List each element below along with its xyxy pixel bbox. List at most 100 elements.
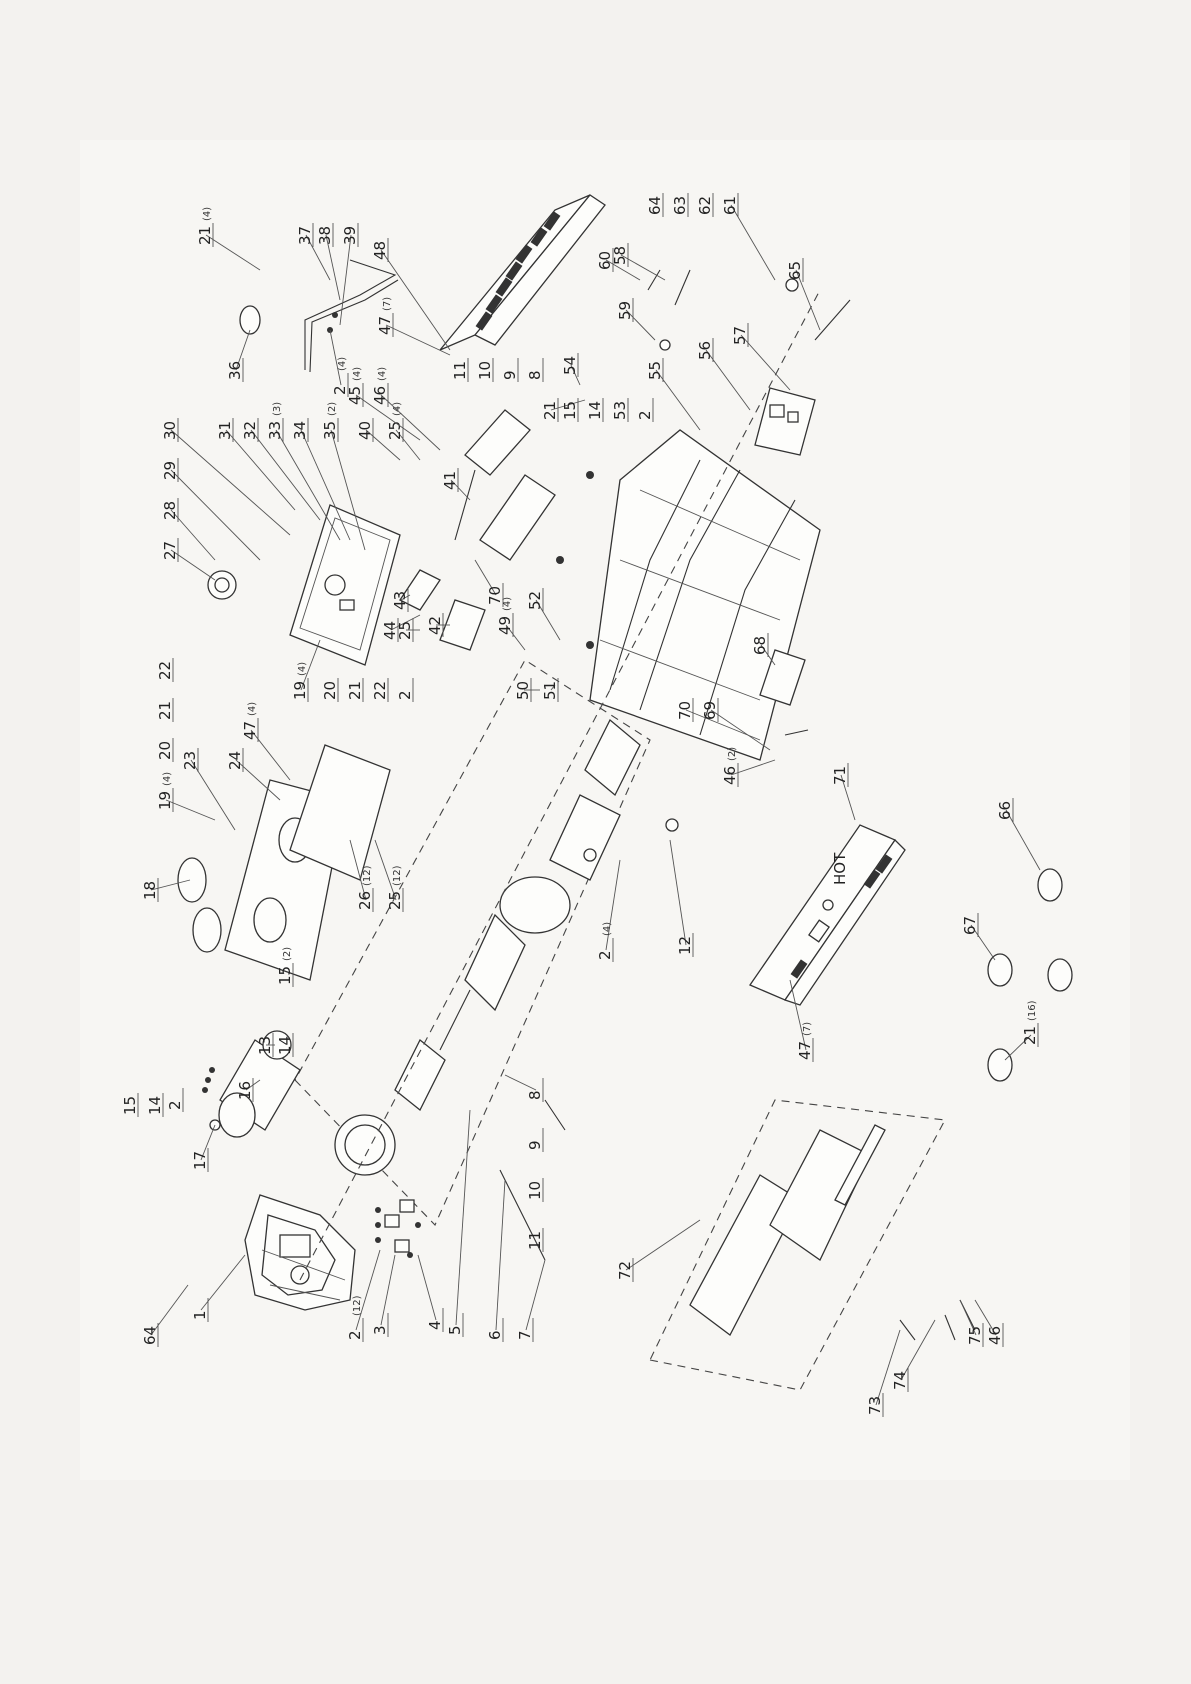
callout-c46c: 46 <box>974 1299 1004 1347</box>
callout-quantity: (4) <box>202 207 213 221</box>
callout-c61: 61 <box>721 193 776 281</box>
callout-number: 68 <box>751 636 769 655</box>
callout-c52: 52 <box>526 588 561 641</box>
callout-c29: 29 <box>161 458 261 561</box>
callout-leader <box>300 429 351 541</box>
engine-mounts <box>375 1199 421 1258</box>
callout-c15b: 15(2) <box>276 947 294 987</box>
callout-number: 2 <box>331 385 349 395</box>
callout-c38: 38 <box>316 223 341 301</box>
callout-c15c: 15 <box>561 398 579 422</box>
callout-quantity: (2) <box>727 747 738 761</box>
callout-leader <box>710 709 771 751</box>
callout-c2f: 2 <box>636 398 654 422</box>
callout-number: 29 <box>161 461 179 480</box>
callout-c53: 53 <box>611 398 629 422</box>
callout-leader <box>625 1219 701 1271</box>
callout-c56: 56 <box>696 338 751 411</box>
callout-leader <box>330 429 366 551</box>
callout-c40: 40 <box>356 418 401 461</box>
top-plate-part <box>177 744 391 981</box>
callout-c74: 74 <box>891 1319 936 1392</box>
callout-c22a: 22 <box>156 658 174 682</box>
callout-number: 2 <box>596 950 614 960</box>
callout-number: 55 <box>646 361 664 380</box>
callout-quantity: (4) <box>337 357 348 371</box>
callout-leader <box>250 429 321 521</box>
callout-leader <box>400 594 411 601</box>
callout-leader <box>450 479 471 501</box>
callout-c22b: 22 <box>371 678 389 702</box>
callout-number: 25 <box>396 621 414 640</box>
callout-quantity: (4) <box>602 922 613 936</box>
small-parts-upper-right <box>647 269 851 351</box>
callout-leader <box>789 979 807 1051</box>
callout-leader <box>970 924 996 961</box>
callout-leader <box>495 1179 506 1331</box>
callout-c2d: 2 <box>396 678 414 702</box>
callout-leader <box>150 879 191 891</box>
callout-number: 74 <box>891 1371 909 1390</box>
callout-c67: 67 <box>961 913 996 961</box>
callout-number: 26 <box>356 891 374 910</box>
alternator-parts <box>334 718 679 1176</box>
callout-c21a: 21 <box>156 698 174 722</box>
callout-leader <box>455 1109 471 1326</box>
callout-c32: 32 <box>241 418 321 521</box>
callout-leader <box>200 1124 216 1161</box>
callout-leader <box>900 1319 936 1381</box>
callout-c28: 28 <box>161 498 216 561</box>
callout-c3: 3 <box>371 1254 396 1337</box>
callout-number: 42 <box>426 616 444 635</box>
callout-number: 67 <box>961 916 979 935</box>
assembly-axis-line <box>299 289 821 1281</box>
callout-c23: 23 <box>181 748 236 831</box>
callout-leader <box>550 399 586 411</box>
callout-c14c: 14 <box>586 398 604 422</box>
callout-number: 24 <box>226 751 244 770</box>
callout-number: 73 <box>866 1396 884 1415</box>
callout-number: 15 <box>276 966 294 985</box>
callout-number: 66 <box>996 801 1014 820</box>
callout-c41: 41 <box>441 468 471 501</box>
callout-leader <box>339 234 352 326</box>
callout-leader <box>349 839 367 901</box>
callout-number: 47 <box>376 316 394 335</box>
callout-c59: 59 <box>616 298 656 341</box>
callout-leader <box>165 799 216 821</box>
callout-c69: 69 <box>701 698 771 751</box>
callout-c21c: 21(4) <box>196 207 261 271</box>
callout-quantity: (12) <box>392 865 403 886</box>
callout-number: 28 <box>161 501 179 520</box>
callout-number: 13 <box>256 1036 274 1055</box>
frame-part <box>556 429 821 761</box>
engine-part <box>244 1194 356 1311</box>
callout-number: 27 <box>161 541 179 560</box>
callout-leader <box>605 259 641 281</box>
accessory-kit-parts <box>689 1124 886 1336</box>
callout-c8b: 8 <box>526 358 544 382</box>
callout-c35: 35(2) <box>321 402 366 551</box>
callout-c72: 72 <box>616 1219 701 1282</box>
accessory-kit-outline <box>649 1099 946 1391</box>
callout-leader <box>474 559 497 596</box>
callout-c6: 6 <box>486 1179 506 1342</box>
callout-number: 18 <box>141 881 159 900</box>
callout-number: 45 <box>346 386 364 405</box>
callout-number: 39 <box>341 226 359 245</box>
callout-number: 43 <box>391 591 409 610</box>
callout-number: 12 <box>676 936 694 955</box>
callout-c27: 27 <box>161 538 216 581</box>
callout-c10a: 10 <box>526 1178 544 1202</box>
callout-number: 53 <box>611 401 629 420</box>
callout-c43: 43 <box>391 588 411 612</box>
callout-number: 36 <box>226 361 244 380</box>
callout-leader <box>150 1284 189 1336</box>
callout-c11a: 11 <box>526 1228 544 1252</box>
callout-leader <box>535 599 561 641</box>
callout-number: 10 <box>526 1181 544 1200</box>
callout-leader <box>305 234 331 281</box>
callout-number: 1 <box>191 1310 209 1320</box>
callout-number: 15 <box>561 401 579 420</box>
